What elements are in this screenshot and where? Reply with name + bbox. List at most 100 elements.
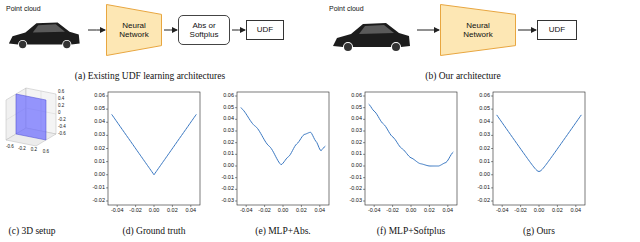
plot-frame — [108, 92, 200, 205]
axis-tick-label: 0.00 — [149, 208, 160, 214]
tick-mark — [106, 201, 108, 202]
tick-mark — [363, 142, 365, 143]
tick-mark — [363, 154, 365, 155]
axis-tick-label: 0.06 — [94, 93, 105, 99]
tick-mark — [106, 135, 108, 136]
axis-tick-label: -0.01 — [477, 185, 490, 191]
data-curve — [112, 114, 197, 174]
axis-tick-label: -0.02 — [386, 208, 399, 214]
axis-tick-label: -0.02 — [514, 208, 527, 214]
axis-tick-label: 0.00 — [479, 172, 490, 178]
tick-mark — [235, 107, 237, 108]
point-cloud-panel: Point cloud — [4, 3, 86, 55]
tick-mark — [106, 109, 108, 110]
axis-tick-label: 0.04 — [479, 120, 490, 126]
subfigure-caption: (e) MLP+Abs. — [255, 227, 311, 237]
tick-mark — [264, 205, 265, 207]
tick-mark — [363, 96, 365, 97]
network-trapezoid: Neural Network — [106, 4, 162, 56]
axis-tick-label: -0.04 — [368, 208, 381, 214]
axis-tick-label: -0.6 — [6, 145, 14, 150]
car-window — [359, 25, 394, 34]
node-label: Neural Network — [454, 21, 502, 39]
tick-mark — [392, 205, 393, 207]
blue-plane — [16, 94, 46, 140]
axis-tick-label: 0.03 — [351, 128, 362, 134]
tick-mark — [235, 131, 237, 132]
tick-mark — [235, 201, 237, 202]
axis-tick-label: 0.02 — [424, 208, 435, 214]
subfigure-caption: (a) Existing UDF learning architectures — [75, 72, 225, 82]
axis-tick-label: 0.04 — [185, 208, 196, 214]
tick-mark — [235, 177, 237, 178]
axis-tick-label: 0.04 — [94, 120, 105, 126]
node-label: Abs or Softplus — [182, 21, 226, 39]
tick-mark — [447, 205, 448, 207]
axis-tick-label: 0.02 — [167, 208, 178, 214]
tick-mark — [491, 187, 493, 188]
axis-tick-label: -0.04 — [111, 208, 124, 214]
tick-mark — [135, 205, 136, 207]
activation-box: Abs or Softplus — [178, 15, 230, 45]
arrow-connector — [232, 30, 245, 31]
axis-tick-label: 0.00 — [351, 163, 362, 169]
axis-tick-label: -0.04 — [240, 208, 253, 214]
axis-tick-label: -0.04 — [496, 208, 509, 214]
subfigure-caption: (g) Ours — [523, 227, 555, 237]
tick-mark — [491, 109, 493, 110]
tick-mark — [491, 96, 493, 97]
axis-tick-label: -0.02 — [258, 208, 271, 214]
arrow-connector — [518, 30, 536, 31]
tick-mark — [363, 201, 365, 202]
axis-tick-label: 0.04 — [223, 117, 234, 123]
tick-mark — [319, 205, 320, 207]
axis-tick-label: 0.6 — [43, 150, 49, 155]
tick-mark — [235, 189, 237, 190]
tick-mark — [106, 161, 108, 162]
plot-frame — [493, 92, 585, 205]
tick-mark — [235, 142, 237, 143]
subfigure-caption: (f) MLP+Softplus — [377, 227, 445, 237]
tick-mark — [363, 166, 365, 167]
axis-tick-label: -0.03 — [221, 198, 234, 204]
tick-mark — [411, 205, 412, 207]
tick-mark — [172, 205, 173, 207]
point-cloud-panel: Point cloud — [327, 3, 415, 55]
axis-tick-label: -0.01 — [349, 175, 362, 181]
point-cloud-image — [9, 22, 80, 48]
axis-tick-label: 0 — [58, 111, 61, 116]
axis-tick-label: 0.02 — [552, 208, 563, 214]
axis-tick-label: 0.03 — [479, 133, 490, 139]
tick-mark — [491, 161, 493, 162]
axis-tick-label: 0.00 — [406, 208, 417, 214]
node-label: UDF — [549, 25, 565, 34]
axis-tick-label: -0.02 — [349, 187, 362, 193]
axis-tick-label: 0.04 — [442, 208, 453, 214]
axis-tick-label: 0.03 — [94, 133, 105, 139]
car-wheel — [63, 41, 70, 48]
trapezoid-shape — [107, 5, 162, 56]
tick-mark — [363, 119, 365, 120]
axis-tick-label: 0.01 — [479, 159, 490, 165]
axis-tick-label: 0.04 — [570, 208, 581, 214]
car-wheel — [19, 41, 26, 48]
axis-tick-label: 0.00 — [223, 163, 234, 169]
axis-tick-label: -0.2 — [18, 147, 26, 152]
car-wheel — [344, 43, 352, 51]
tick-mark — [246, 205, 247, 207]
tick-mark — [502, 205, 503, 207]
tick-mark — [491, 135, 493, 136]
tick-mark — [429, 205, 430, 207]
axis-tick-label: 0.05 — [223, 105, 234, 111]
axis-tick-label: 0.00 — [94, 172, 105, 178]
output-box: UDF — [537, 20, 577, 40]
axis-tick-label: 0.4 — [58, 97, 64, 102]
tick-mark — [190, 205, 191, 207]
axis-tick-label: 0.6 — [58, 90, 64, 95]
tick-mark — [374, 205, 375, 207]
axis-tick-label: 0.06 — [351, 93, 362, 99]
data-curve — [241, 108, 326, 165]
subfigure-caption: (c) 3D setup — [9, 227, 56, 237]
axis-tick-label: -0.4 — [58, 125, 66, 130]
tick-mark — [106, 122, 108, 123]
